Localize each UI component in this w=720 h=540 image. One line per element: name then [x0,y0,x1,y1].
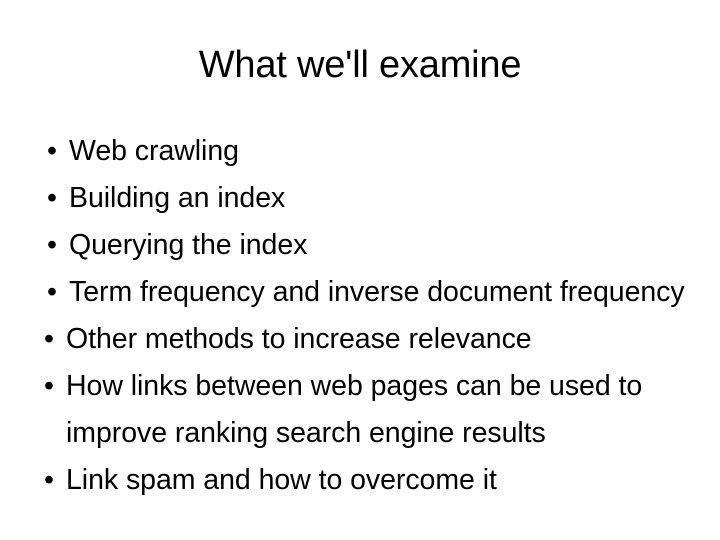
list-item-label: Term frequency and inverse document freq… [69,276,685,308]
list-item[interactable]: • Link spam and how to overcome it [40,457,688,504]
list-item-label: Querying the index [69,229,308,261]
list-item[interactable]: • Other methods to increase relevance [40,316,688,363]
list-item[interactable]: • Web crawling [40,128,688,175]
list-item[interactable]: • Building an index [40,175,688,222]
bullet-list: • Web crawling • Building an index • Que… [40,128,688,504]
bullet-icon: • [47,182,57,214]
bullet-icon: • [44,464,54,496]
list-item[interactable]: • Querying the index [40,222,688,269]
list-item-label: Link spam and how to overcome it [66,464,497,496]
bullet-icon: • [47,229,57,261]
bullet-icon: • [44,323,54,355]
list-item-label: Web crawling [69,135,239,167]
bullet-icon: • [47,135,57,167]
list-item-label: Other methods to increase relevance [66,323,532,355]
bullet-icon: • [44,370,54,402]
list-item-label: Building an index [69,182,286,214]
list-item[interactable]: • How links between web pages can be use… [40,363,688,457]
bullet-icon: • [47,276,57,308]
list-item[interactable]: • Term frequency and inverse document fr… [40,269,688,316]
list-item-label: How links between web pages can be used … [66,370,643,449]
page-title: What we'll examine [198,44,522,86]
